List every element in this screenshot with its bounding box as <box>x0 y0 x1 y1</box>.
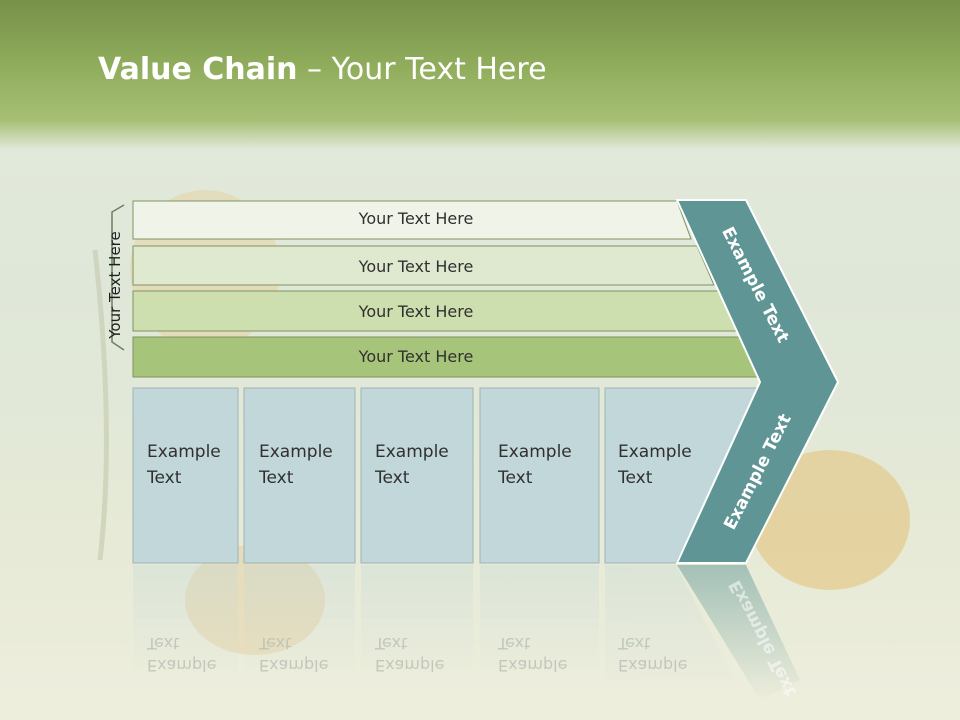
column-label-1-line1: Example <box>147 442 221 462</box>
chevron-arrow <box>675 199 840 564</box>
column-label-4-line2: Text <box>498 468 533 488</box>
column-label-1-line2: Text <box>147 468 182 488</box>
column-label-3-line2: Text <box>375 468 410 488</box>
column-label-3-line1: Example <box>375 442 449 462</box>
page-title: Value Chain – Your Text Here <box>98 52 547 87</box>
column-label-2-line1: Example <box>259 442 333 462</box>
bar-label-1: Your Text Here <box>358 209 474 228</box>
bar-label-4: Your Text Here <box>358 347 474 366</box>
column-label-5-line1: Example <box>618 442 692 462</box>
column-label-2-line2: Text <box>259 468 294 488</box>
title-bold: Value Chain <box>98 52 298 87</box>
arrow-upper-label: Example Text <box>717 223 793 347</box>
bg-stem <box>92 249 109 561</box>
column-label-4-line1: Example <box>498 442 572 462</box>
arrow-lower-label: Example Text <box>720 410 796 534</box>
side-label: Your Text Here <box>106 231 124 339</box>
bar-label-2: Your Text Here <box>358 257 474 276</box>
arrow-reflection-label: Example Text <box>725 576 801 700</box>
column-label-5-line2: Text <box>618 468 653 488</box>
bar-label-3: Your Text Here <box>358 302 474 321</box>
header-band <box>0 0 960 150</box>
bg-flower-3 <box>750 450 910 590</box>
title-rest: – Your Text Here <box>297 52 547 87</box>
